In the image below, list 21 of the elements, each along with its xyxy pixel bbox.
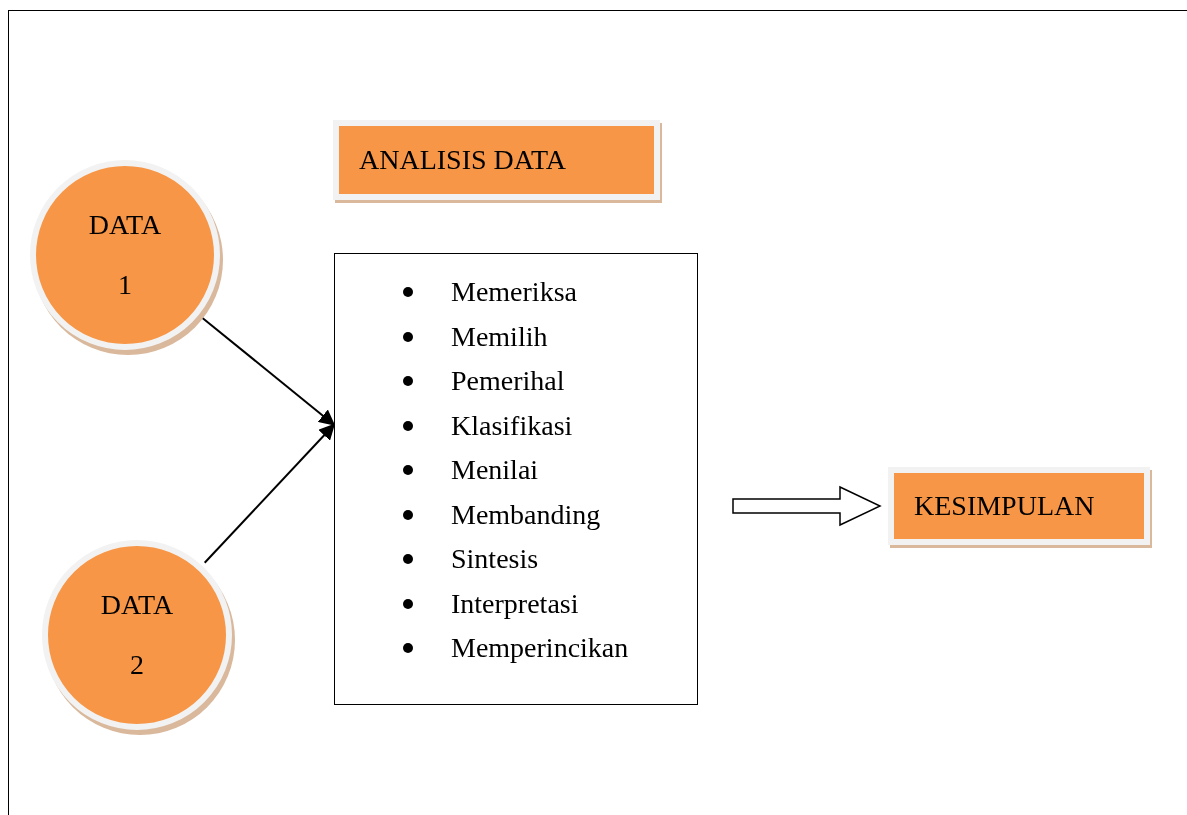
list-item: Memilih bbox=[451, 322, 548, 351]
list-item: Memperincikan bbox=[451, 634, 629, 663]
list-item: Memeriksa bbox=[451, 278, 577, 307]
node-label: DATA bbox=[100, 591, 174, 619]
arrow bbox=[203, 423, 336, 564]
list-item: Membanding bbox=[451, 500, 601, 529]
label-box bbox=[333, 120, 660, 200]
list-item: Sintesis bbox=[451, 545, 539, 574]
list-item: Pemerihal bbox=[451, 367, 565, 396]
label-box bbox=[888, 467, 1150, 545]
list-item: Klasifikasi bbox=[451, 411, 573, 440]
block-arrow bbox=[732, 485, 882, 527]
node-label: 1 bbox=[118, 271, 132, 299]
box-label: KESIMPULAN bbox=[914, 492, 1095, 520]
list-item: Interpretasi bbox=[451, 589, 579, 618]
box-label: ANALISIS DATA bbox=[359, 146, 566, 174]
list-box bbox=[334, 253, 698, 705]
list-item: Menilai bbox=[451, 456, 539, 485]
arrow bbox=[200, 316, 336, 426]
node-label: DATA bbox=[88, 211, 162, 239]
node-label: 2 bbox=[130, 651, 144, 679]
